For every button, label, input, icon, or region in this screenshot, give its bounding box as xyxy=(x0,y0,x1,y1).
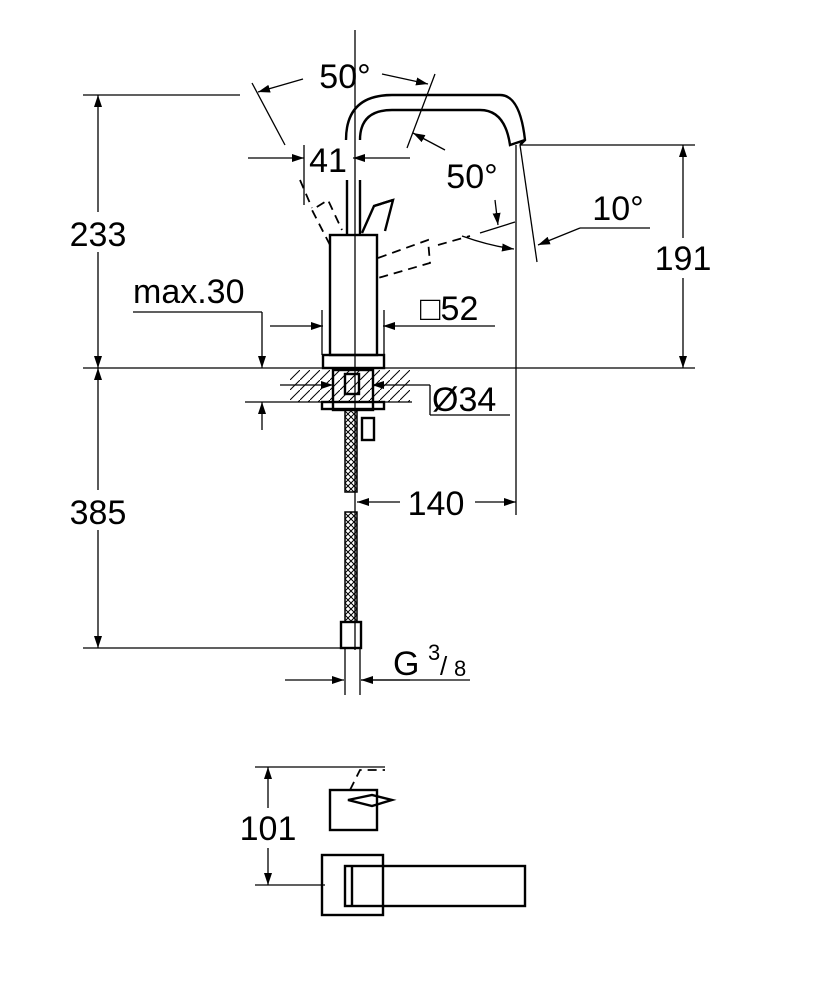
dimension-233: 233 xyxy=(60,95,140,368)
angle-dimensions: 50° 50° 10° xyxy=(251,58,650,263)
svg-text:/: / xyxy=(440,651,448,681)
faucet-body xyxy=(328,233,379,357)
dimension-thread: G 3 / 8 xyxy=(285,640,470,684)
base-plate xyxy=(321,353,386,370)
countertop-section xyxy=(290,370,410,402)
label-101: 101 xyxy=(240,810,297,848)
hose-upper xyxy=(344,409,358,493)
label-angle-spout: 50° xyxy=(446,158,497,196)
label-angle-right: 10° xyxy=(592,190,643,228)
label-angle-top: 50° xyxy=(319,58,370,96)
label-140: 140 xyxy=(408,485,465,523)
dimension-140: 140 xyxy=(357,485,516,523)
label-191: 191 xyxy=(655,240,712,278)
label-max30: max.30 xyxy=(133,273,245,311)
label-41: 41 xyxy=(309,142,347,180)
label-385: 385 xyxy=(70,494,127,532)
label-34: Ø34 xyxy=(432,381,496,419)
label-52: □52 xyxy=(420,290,478,328)
dimension-34: Ø34 xyxy=(280,381,510,419)
hose-lower xyxy=(344,511,358,623)
dimension-max30: max.30 xyxy=(133,273,412,430)
faucet-top-view: 101 xyxy=(234,766,527,917)
label-thread-g: G xyxy=(393,645,419,683)
dimension-41: 41 xyxy=(248,142,410,205)
reference-lines xyxy=(83,30,695,650)
label-thread-den: 8 xyxy=(454,656,466,681)
label-233: 233 xyxy=(70,216,127,254)
dimension-385: 385 xyxy=(60,368,140,648)
label-thread-num: 3 xyxy=(428,640,440,665)
dimension-52: □52 xyxy=(270,290,495,355)
faucet-side-view xyxy=(290,93,527,695)
dimension-191: 191 xyxy=(648,145,720,368)
